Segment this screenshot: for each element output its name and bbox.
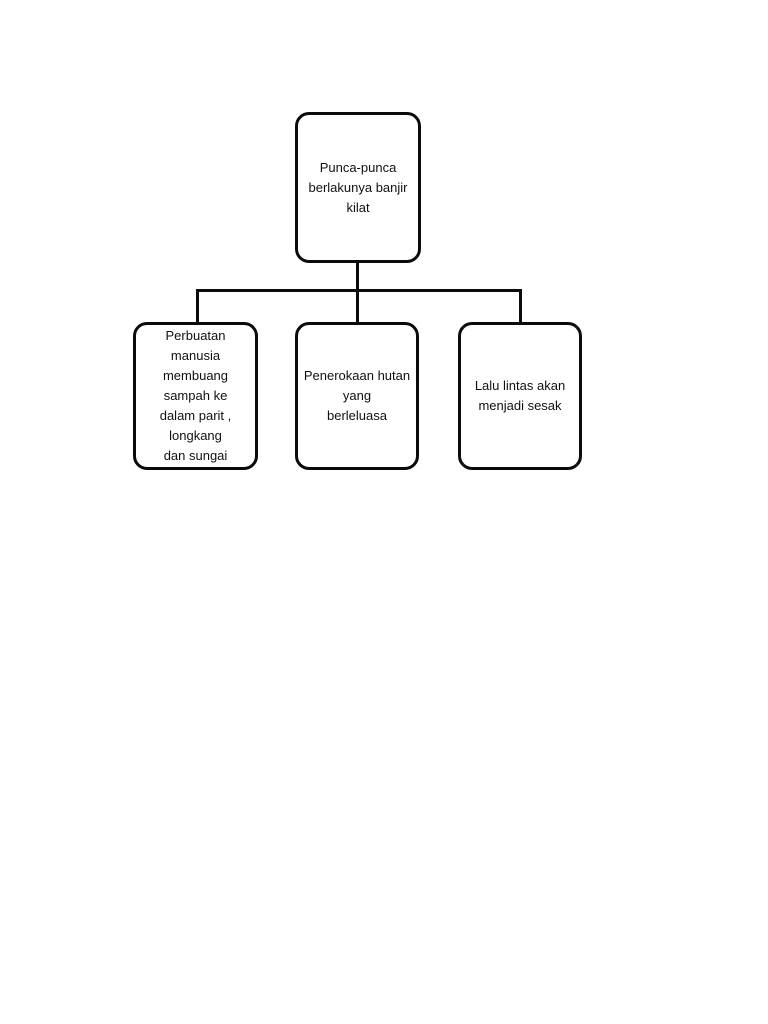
connector-drop-right [519,289,522,322]
child-node-2-label: Penerokaan hutan yang berleluasa [303,368,411,423]
flowchart-child-node-3: Lalu lintas akan menjadi sesak [458,322,582,470]
connector-root-stem [356,263,359,322]
connector-horizontal-bar [196,289,522,292]
connector-drop-left [196,289,199,322]
child-node-3-label: Lalu lintas akan menjadi sesak [474,378,566,413]
flowchart-root-node: Punca-punca berlakunya banjir kilat [295,112,421,263]
root-node-label: Punca-punca berlakunya banjir kilat [308,159,408,215]
flowchart-child-node-1: Perbuatan manusia membuang sampah ke dal… [133,322,258,470]
flowchart-child-node-2: Penerokaan hutan yang berleluasa [295,322,419,470]
child-node-1-label: Perbuatan manusia membuang sampah ke dal… [159,328,232,463]
